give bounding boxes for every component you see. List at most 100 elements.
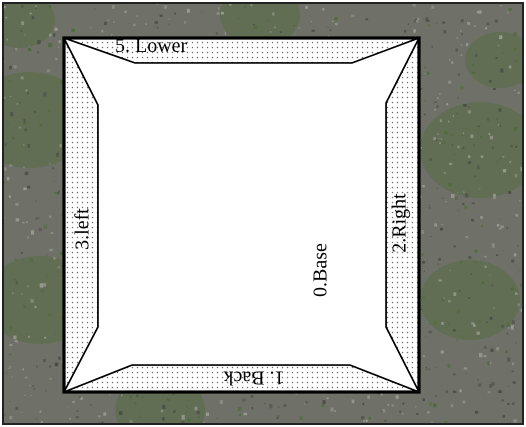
- gravel-speck: [61, 361, 62, 363]
- gravel-speck: [441, 224, 443, 225]
- gravel-speck: [5, 182, 7, 184]
- label-right: 2.Right: [389, 193, 411, 253]
- gravel-speck: [164, 5, 167, 9]
- gravel-speck: [24, 34, 25, 35]
- gravel-speck: [442, 198, 443, 199]
- gravel-speck: [23, 188, 26, 191]
- gravel-speck: [28, 48, 31, 51]
- gravel-speck: [60, 215, 61, 216]
- gravel-speck: [416, 413, 419, 415]
- gravel-speck: [59, 40, 62, 43]
- gravel-speck: [267, 20, 269, 22]
- gravel-speck: [23, 119, 25, 121]
- gravel-speck: [486, 321, 488, 323]
- gravel-speck: [501, 122, 502, 123]
- gravel-speck: [413, 18, 414, 19]
- gravel-speck: [474, 349, 475, 350]
- gravel-speck: [238, 18, 239, 19]
- gravel-speck: [322, 8, 324, 11]
- gravel-speck: [468, 110, 471, 113]
- gravel-speck: [55, 28, 58, 31]
- gravel-speck: [422, 297, 424, 299]
- gravel-speck: [450, 270, 451, 271]
- label-back: 1. Back: [223, 366, 284, 388]
- gravel-speck: [450, 134, 452, 136]
- gravel-speck: [9, 80, 12, 82]
- gravel-speck: [16, 281, 19, 285]
- gravel-speck: [454, 154, 455, 156]
- gravel-speck: [428, 25, 430, 27]
- gravel-speck: [514, 90, 516, 91]
- gravel-speck: [90, 27, 91, 28]
- gravel-speck: [449, 324, 450, 325]
- gravel-speck: [201, 422, 203, 424]
- gravel-speck: [477, 11, 479, 13]
- gravel-speck: [43, 359, 46, 362]
- gravel-speck: [442, 22, 445, 24]
- gravel-speck: [124, 11, 127, 13]
- gravel-speck: [480, 136, 482, 138]
- gravel-speck: [57, 192, 59, 194]
- gravel-speck: [427, 72, 430, 75]
- gravel-speck: [515, 174, 518, 178]
- gravel-speck: [306, 401, 308, 403]
- gravel-speck: [310, 21, 312, 22]
- gravel-speck: [422, 185, 425, 187]
- label-base: 0.Base: [310, 243, 332, 297]
- gravel-speck: [206, 413, 209, 417]
- gravel-speck: [468, 155, 470, 158]
- gravel-speck: [39, 228, 42, 231]
- gravel-speck: [129, 396, 131, 399]
- gravel-speck: [511, 371, 513, 373]
- gravel-speck: [77, 411, 79, 412]
- gravel-speck: [431, 236, 432, 237]
- gravel-speck: [464, 367, 468, 369]
- gravel-speck: [460, 86, 463, 90]
- gravel-speck: [465, 373, 467, 375]
- gravel-speck: [329, 29, 331, 31]
- gravel-speck: [421, 309, 423, 311]
- gravel-speck: [453, 115, 454, 117]
- gravel-speck: [107, 20, 109, 22]
- gravel-speck: [72, 401, 74, 403]
- gravel-speck: [277, 417, 279, 419]
- gravel-speck: [473, 324, 475, 327]
- gravel-speck: [305, 6, 308, 9]
- gravel-speck: [26, 89, 28, 91]
- gravel-speck: [445, 131, 448, 134]
- gravel-speck: [508, 386, 509, 387]
- gravel-speck: [136, 16, 138, 17]
- gravel-speck: [510, 422, 511, 423]
- gravel-speck: [9, 416, 12, 419]
- gravel-speck: [56, 153, 59, 157]
- label-left: 3.left: [72, 208, 94, 250]
- gravel-speck: [484, 346, 486, 349]
- gravel-speck: [7, 39, 8, 41]
- gravel-speck: [21, 293, 22, 295]
- gravel-speck: [437, 188, 438, 189]
- gravel-speck: [10, 366, 12, 367]
- gravel-speck: [55, 334, 56, 335]
- gravel-speck: [36, 200, 37, 201]
- gravel-speck: [168, 23, 169, 24]
- gravel-speck: [6, 373, 7, 374]
- gravel-speck: [19, 102, 22, 104]
- gravel-speck: [21, 30, 23, 32]
- gravel-speck: [520, 270, 521, 271]
- gravel-speck: [463, 133, 464, 135]
- gravel-speck: [34, 111, 36, 113]
- gravel-speck: [498, 390, 501, 393]
- gravel-speck: [509, 8, 512, 10]
- gravel-speck: [363, 419, 366, 422]
- gravel-speck: [104, 22, 107, 25]
- gravel-speck: [351, 15, 354, 17]
- gravel-speck: [37, 40, 41, 44]
- gravel-speck: [49, 365, 51, 367]
- gravel-speck: [426, 369, 428, 371]
- gravel-speck: [478, 379, 479, 380]
- gravel-speck: [521, 82, 522, 84]
- gravel-speck: [496, 57, 498, 59]
- gravel-speck: [31, 395, 32, 396]
- gravel-speck: [58, 190, 60, 192]
- gravel-speck: [198, 417, 199, 418]
